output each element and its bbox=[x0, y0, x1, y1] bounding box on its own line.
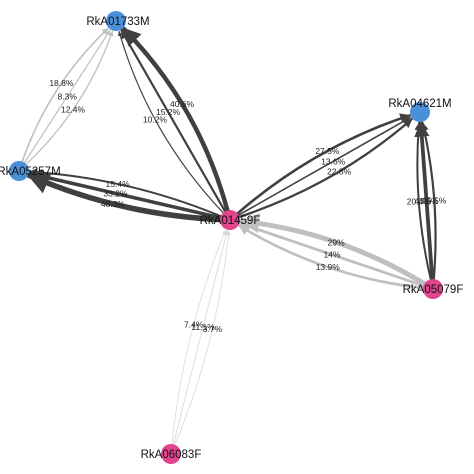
node-n_bottom[interactable]: RkA06083F bbox=[141, 444, 202, 464]
node-marker-male bbox=[106, 11, 126, 31]
edge-label: 14% bbox=[323, 250, 340, 260]
edge-n_right_bottom-n_center-15 bbox=[238, 213, 428, 287]
edge-n_right_bottom-n_center-16 bbox=[239, 221, 426, 288]
edge-label: 12.4% bbox=[61, 105, 86, 115]
edge-n_center-n_right_top-9 bbox=[237, 118, 413, 219]
edge-n_center-n_right_top-10 bbox=[237, 116, 412, 217]
edge-label: 43.9% bbox=[414, 196, 439, 206]
node-n_right_top[interactable]: RkA04621M bbox=[388, 98, 452, 122]
edge-label: 11.1% bbox=[191, 322, 215, 332]
edge-label: 3.7% bbox=[203, 324, 223, 334]
edge-label: 33.2% bbox=[103, 188, 128, 198]
edge-label: 20.4% bbox=[407, 197, 432, 207]
edge-n_center-n_top-5 bbox=[121, 26, 230, 214]
node-marker-female bbox=[423, 279, 443, 299]
edge-n_bottom-n_center-20 bbox=[171, 229, 227, 446]
node-n_top[interactable]: RkA01733M bbox=[86, 11, 150, 31]
nodes-layer: RkA01459F RkA01733M RkA05257M RkA04621M RkA0… bbox=[0, 11, 463, 464]
node-label: RkA01459F bbox=[200, 215, 261, 227]
node-n_center[interactable]: RkA01459F bbox=[200, 210, 261, 230]
edge-n_right_bottom-n_right_top-12 bbox=[420, 121, 437, 282]
node-marker-female bbox=[161, 444, 181, 464]
edge-n_right_bottom-n_right_top-13 bbox=[414, 121, 435, 282]
edge-label: 27.5% bbox=[315, 146, 340, 156]
node-n_right_bottom[interactable]: RkA05079F bbox=[403, 279, 464, 299]
edge-label: 48.3% bbox=[101, 199, 126, 209]
edge-label: 7.4% bbox=[184, 319, 204, 329]
node-label: RkA05079F bbox=[403, 284, 464, 296]
edge-n_center-n_left-8 bbox=[26, 172, 224, 223]
edge-label: 8.3% bbox=[58, 91, 78, 101]
edge-label: 18.8% bbox=[49, 78, 74, 88]
edge-label: 15.2% bbox=[156, 107, 181, 117]
edge-n_center-n_left-7 bbox=[27, 169, 223, 220]
edge-n_right_bottom-n_center-17 bbox=[238, 224, 426, 290]
edge-label: 25.5% bbox=[422, 195, 447, 205]
node-label: RkA05257M bbox=[0, 166, 61, 178]
edge-n_center-n_right_top-11 bbox=[235, 113, 411, 216]
edge-label: 29% bbox=[328, 237, 345, 247]
edge-n_bottom-n_center-18 bbox=[174, 230, 231, 447]
edge-label: 40.6% bbox=[170, 99, 195, 109]
edge-n_center-n_left-6 bbox=[28, 168, 223, 218]
edge-labels-layer: 18.8%8.3%12.4%10.2%15.2%40.6%15.4%33.2%4… bbox=[49, 78, 446, 334]
edge-n_left-n_top-1 bbox=[23, 29, 111, 165]
node-label: RkA01733M bbox=[86, 16, 149, 28]
node-label: RkA06083F bbox=[141, 449, 202, 461]
edge-n_center-n_top-3 bbox=[117, 30, 225, 215]
node-n_left[interactable]: RkA05257M bbox=[0, 161, 61, 181]
edge-n_left-n_top-0 bbox=[21, 27, 109, 164]
edge-label: 13.9% bbox=[316, 262, 341, 272]
edge-label: 15.4% bbox=[106, 179, 131, 189]
node-marker-male bbox=[410, 102, 430, 122]
node-label: RkA04621M bbox=[388, 98, 451, 110]
edge-n_bottom-n_center-19 bbox=[172, 230, 229, 446]
edges-layer bbox=[21, 26, 437, 447]
edge-label: 22.8% bbox=[327, 167, 352, 177]
node-marker-male bbox=[9, 161, 29, 181]
node-marker-female bbox=[220, 210, 240, 230]
edge-n_right_bottom-n_right_top-14 bbox=[414, 121, 432, 282]
edge-label: 13.6% bbox=[321, 156, 346, 166]
edge-n_left-n_top-2 bbox=[24, 30, 114, 166]
edge-n_center-n_top-4 bbox=[120, 29, 227, 214]
edge-label: 10.2% bbox=[143, 114, 168, 124]
